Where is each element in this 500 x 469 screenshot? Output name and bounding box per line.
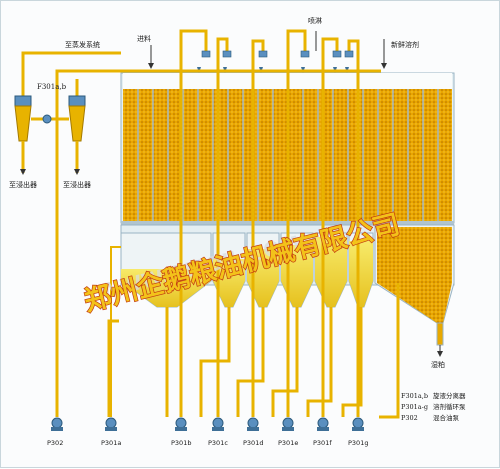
- pump-p301d: P301d: [243, 417, 263, 447]
- discharge-arrow: [437, 345, 443, 357]
- pump-base: [247, 427, 259, 431]
- pumps-row: P302 P301a P301b P301c P301d P301e P301f P301g: [47, 417, 368, 447]
- to-extractor-left-label: 至浸出器: [9, 180, 37, 189]
- separator-label: F301a,b: [37, 83, 67, 91]
- return-pipes: [55, 69, 400, 419]
- pump-label: P301f: [313, 439, 332, 447]
- pump-p301c: P301c: [208, 417, 228, 447]
- legend-desc: 混合油泵: [433, 413, 460, 422]
- fresh-solvent-arrow: [381, 63, 387, 69]
- pump-label: P301e: [278, 439, 298, 447]
- pump-icon: [352, 417, 364, 429]
- pump-p301f: P301f: [313, 417, 332, 447]
- spray-nozzles: [201, 50, 354, 58]
- pump-icon: [247, 417, 259, 429]
- pump-icon: [282, 417, 294, 429]
- pump-label: P301a: [101, 439, 121, 447]
- pump-base: [282, 427, 294, 431]
- feed-label: 进料: [137, 34, 151, 43]
- to-evaporation-label: 至蒸发系统: [65, 40, 100, 49]
- pump-label: P301c: [208, 439, 228, 447]
- pump-icon: [51, 417, 63, 429]
- feed-arrow: [148, 63, 154, 69]
- pump-icon: [175, 417, 187, 429]
- legend-code: P302: [401, 414, 418, 422]
- pump-base: [105, 427, 117, 431]
- pump-p301a: P301a: [101, 417, 121, 447]
- pump-base: [352, 427, 364, 431]
- pump-base: [212, 427, 224, 431]
- spray-label: 喷淋: [308, 16, 322, 25]
- cyclone-separators: [14, 51, 121, 175]
- legend-desc: 溶剂循环泵: [433, 402, 466, 411]
- pump-base: [175, 427, 187, 431]
- fresh-solvent-label: 新鲜溶剂: [391, 40, 419, 49]
- pump-base: [51, 427, 63, 431]
- to-extractor-right-label: 至浸出器: [63, 180, 91, 189]
- overflow-pipe: [110, 246, 121, 417]
- pump-p301g: P301g: [348, 417, 368, 447]
- pump-p301b: P301b: [171, 417, 191, 447]
- pump-p301e: P301e: [278, 417, 298, 447]
- pump-icon: [317, 417, 329, 429]
- legend-desc: 旋液分离器: [433, 391, 466, 400]
- meal-out-label: 湿粕: [431, 360, 445, 369]
- pump-icon: [212, 417, 224, 429]
- pump-label: P301g: [348, 439, 368, 447]
- legend: F301a,b 旋液分离器 P301a-g 溶剂循环泵 P302 混合油泵: [401, 391, 466, 422]
- pump-base: [317, 427, 329, 431]
- pump-label: P302: [47, 439, 63, 447]
- pump-icon: [105, 417, 117, 429]
- pump-label: P301d: [243, 439, 263, 447]
- pump-p302: P302: [47, 417, 63, 447]
- legend-code: P301a-g: [401, 403, 428, 411]
- cell-partitions: [137, 89, 439, 221]
- pump-label: P301b: [171, 439, 191, 447]
- top-pipes: [107, 29, 360, 417]
- legend-code: F301a,b: [401, 392, 428, 400]
